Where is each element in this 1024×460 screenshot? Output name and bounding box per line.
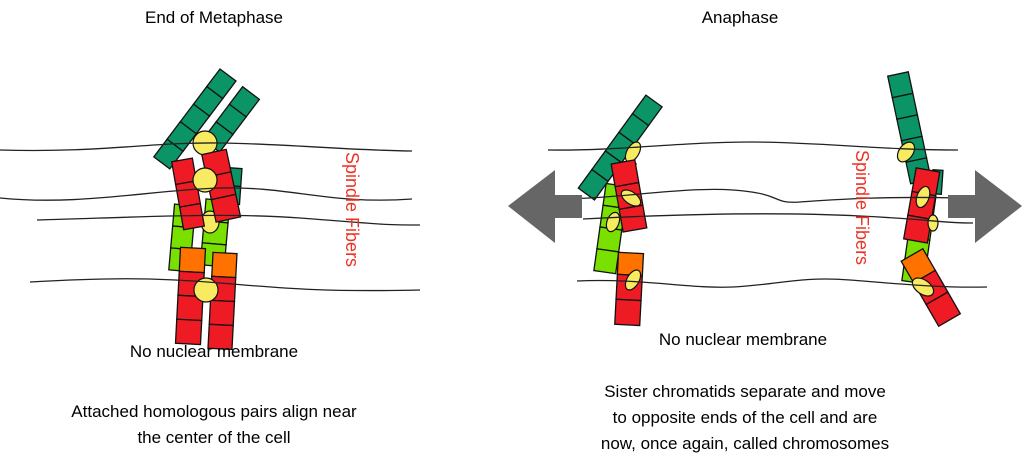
spindle-fiber xyxy=(582,213,974,224)
left-arrow-icon xyxy=(508,170,582,243)
direction-arrows xyxy=(508,170,1022,243)
spindle-fibers-label-left: Spindle Fibers xyxy=(342,152,362,267)
spindle-fiber xyxy=(0,187,413,201)
chromatid-segment xyxy=(614,298,642,327)
spindle-fiber xyxy=(36,214,421,226)
chromatid-segment xyxy=(178,202,206,231)
spindle-fiber xyxy=(0,142,413,152)
spindle-fiber xyxy=(547,141,959,151)
caption-line: the center of the cell xyxy=(137,428,291,447)
centromere xyxy=(620,189,642,207)
centromere xyxy=(624,269,642,291)
chromatid xyxy=(174,246,207,346)
chromatid-segment xyxy=(211,251,238,279)
chromatid-segment xyxy=(925,291,962,328)
right-arrow-icon xyxy=(948,170,1022,243)
spindle-fiber xyxy=(576,278,988,288)
centromere xyxy=(193,277,219,303)
right-panel-title: Anaphase xyxy=(701,8,779,27)
caption-line: Sister chromatids separate and move xyxy=(604,382,886,401)
spindle-fibers-label-right: Spindle Fibers xyxy=(852,150,872,265)
caption-line: now, once again, called chromosomes xyxy=(600,434,890,453)
chromatid-segment xyxy=(618,204,648,233)
right-membrane-note: No nuclear membrane xyxy=(658,330,828,349)
spindle-fiber xyxy=(29,278,421,292)
chromatid-segment xyxy=(208,299,236,327)
chromatid-segment xyxy=(593,248,620,275)
chromatid-segment xyxy=(152,138,184,170)
chromatid-segment xyxy=(170,225,195,251)
chromatid-segment xyxy=(902,214,933,244)
chromatid-segment xyxy=(210,193,242,223)
chromatid-segment xyxy=(174,318,203,346)
caption-line: to opposite ends of the cell and are xyxy=(612,408,878,427)
left-panel-title: End of Metaphase xyxy=(145,8,283,27)
chromatid xyxy=(170,157,206,231)
left-caption: Attached homologous pairs align near the… xyxy=(14,399,414,451)
chromatid xyxy=(207,251,238,351)
chromatid xyxy=(886,71,932,185)
spindle-fibers xyxy=(0,141,988,292)
chromatid-segment xyxy=(577,168,609,201)
right-caption: Sister chromatids separate and move to o… xyxy=(545,379,945,457)
chromatid-segment xyxy=(178,246,207,274)
chromatid-segment xyxy=(207,323,234,351)
centromere xyxy=(927,214,939,232)
centromere xyxy=(911,277,935,297)
spindle-fiber xyxy=(547,188,959,203)
centromere xyxy=(192,167,218,193)
caption-line: Attached homologous pairs align near xyxy=(71,402,357,421)
left-membrane-note: No nuclear membrane xyxy=(129,342,299,361)
